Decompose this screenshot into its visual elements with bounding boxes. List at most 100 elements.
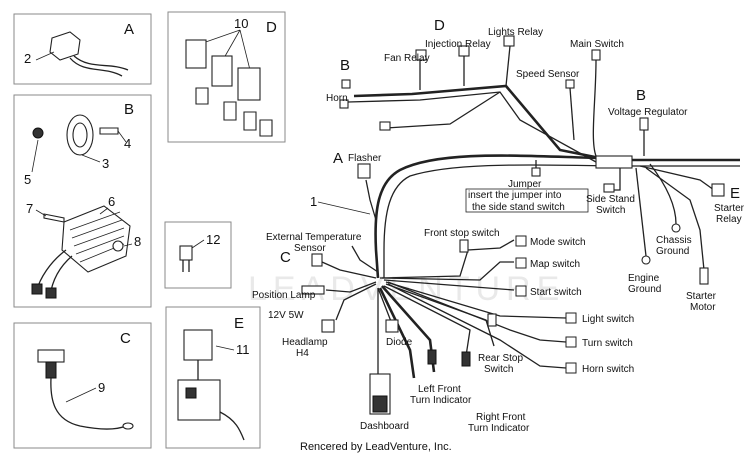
light-switch-box [565,312,577,324]
junction-block [595,155,633,169]
voltage-regulator-connector [639,117,649,131]
label-position-lamp-rating: 12V 5W [268,310,304,321]
label-injection-relay: Injection Relay [425,39,491,50]
horn-switch-box [565,362,577,374]
callout-2: 2 [24,51,31,66]
diode-part [179,245,193,272]
label-diode: Diode [386,337,413,348]
panel-e-letter: E [234,315,244,332]
panel-12: 12 [164,221,232,289]
position-lamp-connector [301,285,325,295]
jumper-note-box [465,188,589,213]
right-front-turn-connector [461,351,471,367]
label-ext-temp-2: Sensor [294,243,326,254]
letter-e: E [730,185,740,202]
mode-switch-box [515,235,527,247]
label-turn-switch: Turn switch [582,338,633,349]
callout-1: 1 [310,194,317,209]
diode-connector [385,319,399,333]
label-starter-relay-1: Starter [714,203,745,214]
label-chassis-ground-2: Ground [656,246,689,257]
chassis-ground-terminal [671,223,681,233]
side-stand-connector [603,183,615,193]
panel-d-letter: D [266,19,277,36]
relay-parts [185,39,273,137]
label-jumper-note-2: the side stand switch [472,202,565,213]
label-chassis-ground-1: Chassis [656,235,692,246]
harness-labels: D Lights Relay Injection Relay Fan Relay… [252,17,745,434]
label-right-front-turn-1: Right Front [476,412,526,423]
fan-relay-connector [415,49,427,61]
flasher-connector [357,163,371,179]
callout-6: 6 [108,194,115,209]
label-rear-stop-1: Rear Stop [478,353,523,364]
horn-part [32,114,119,156]
callout-10: 10 [234,16,248,31]
voltage-regulator-part [31,205,131,299]
flasher-part [35,31,129,77]
label-starter-relay-2: Relay [716,214,742,225]
label-fan-relay: Fan Relay [384,53,430,64]
left-front-turn-connector [427,349,437,365]
letter-a: A [333,150,343,167]
horn-connector-1 [341,79,351,89]
panel-e-frame [165,306,261,449]
label-mode-switch: Mode switch [530,237,586,248]
panel-a: A 2 [13,13,152,85]
label-headlamp-1: Headlamp [282,337,328,348]
label-jumper-note-1: insert the jumper into [468,190,562,201]
map-switch-box [515,257,527,269]
panel-b: B 4 3 5 7 6 8 [13,94,152,308]
callout-3: 3 [102,156,109,171]
starter-relay-part [177,329,245,441]
label-horn-switch: Horn switch [582,364,634,375]
panel-e: E 11 [165,306,261,449]
label-map-switch: Map switch [530,259,580,270]
footer-credit: Rencered by LeadVenture, Inc. [300,441,452,453]
label-starter-motor-1: Starter [686,291,717,302]
label-dashboard: Dashboard [360,421,409,432]
panel-c-letter: C [120,330,131,347]
label-speed-sensor: Speed Sensor [516,69,580,80]
label-rear-stop-2: Switch [484,364,513,375]
main-switch-connector [591,49,601,61]
label-starter-motor-2: Motor [690,302,716,313]
speed-sensor-part [37,349,134,430]
callout-8: 8 [134,234,141,249]
jumper-connector [531,167,541,177]
injection-relay-connector [458,45,470,57]
turn-switch-box [565,336,577,348]
label-headlamp-2: H4 [296,348,309,359]
label-engine-ground-1: Engine [628,273,660,284]
dashboard-plug [372,395,388,413]
speed-sensor-connector [565,79,575,89]
label-left-front-turn-2: Turn Indicator [410,395,472,406]
rear-stop-switch-connector [487,313,497,327]
letter-d: D [434,17,445,34]
engine-ground-terminal [641,255,651,265]
label-horn: Horn [326,93,348,104]
label-right-front-turn-2: Turn Indicator [468,423,530,434]
label-side-stand-1: Side Stand [586,194,635,205]
starter-relay-connector [711,183,725,197]
horn-connector-2 [339,99,349,109]
label-lights-relay: Lights Relay [488,27,543,38]
label-front-stop-switch: Front stop switch [424,228,500,239]
label-start-switch: Start switch [530,287,582,298]
callout-11: 11 [236,342,250,357]
headlamp-connector [321,319,335,333]
label-position-lamp: Position Lamp [252,290,316,301]
panel-a-letter: A [124,21,134,38]
callout-9: 9 [98,380,105,395]
main-harness [321,45,740,379]
start-switch-box [515,285,527,297]
panel-c: C 9 [13,322,152,449]
label-ext-temp-1: External Temperature [266,232,362,243]
harness-parts [301,35,725,415]
panel-d: D 10 [167,11,286,143]
label-flasher: Flasher [348,153,382,164]
callout-5: 5 [24,172,31,187]
letter-b-right: B [636,87,646,104]
label-voltage-regulator: Voltage Regulator [608,107,688,118]
panel-a-frame [13,13,152,85]
